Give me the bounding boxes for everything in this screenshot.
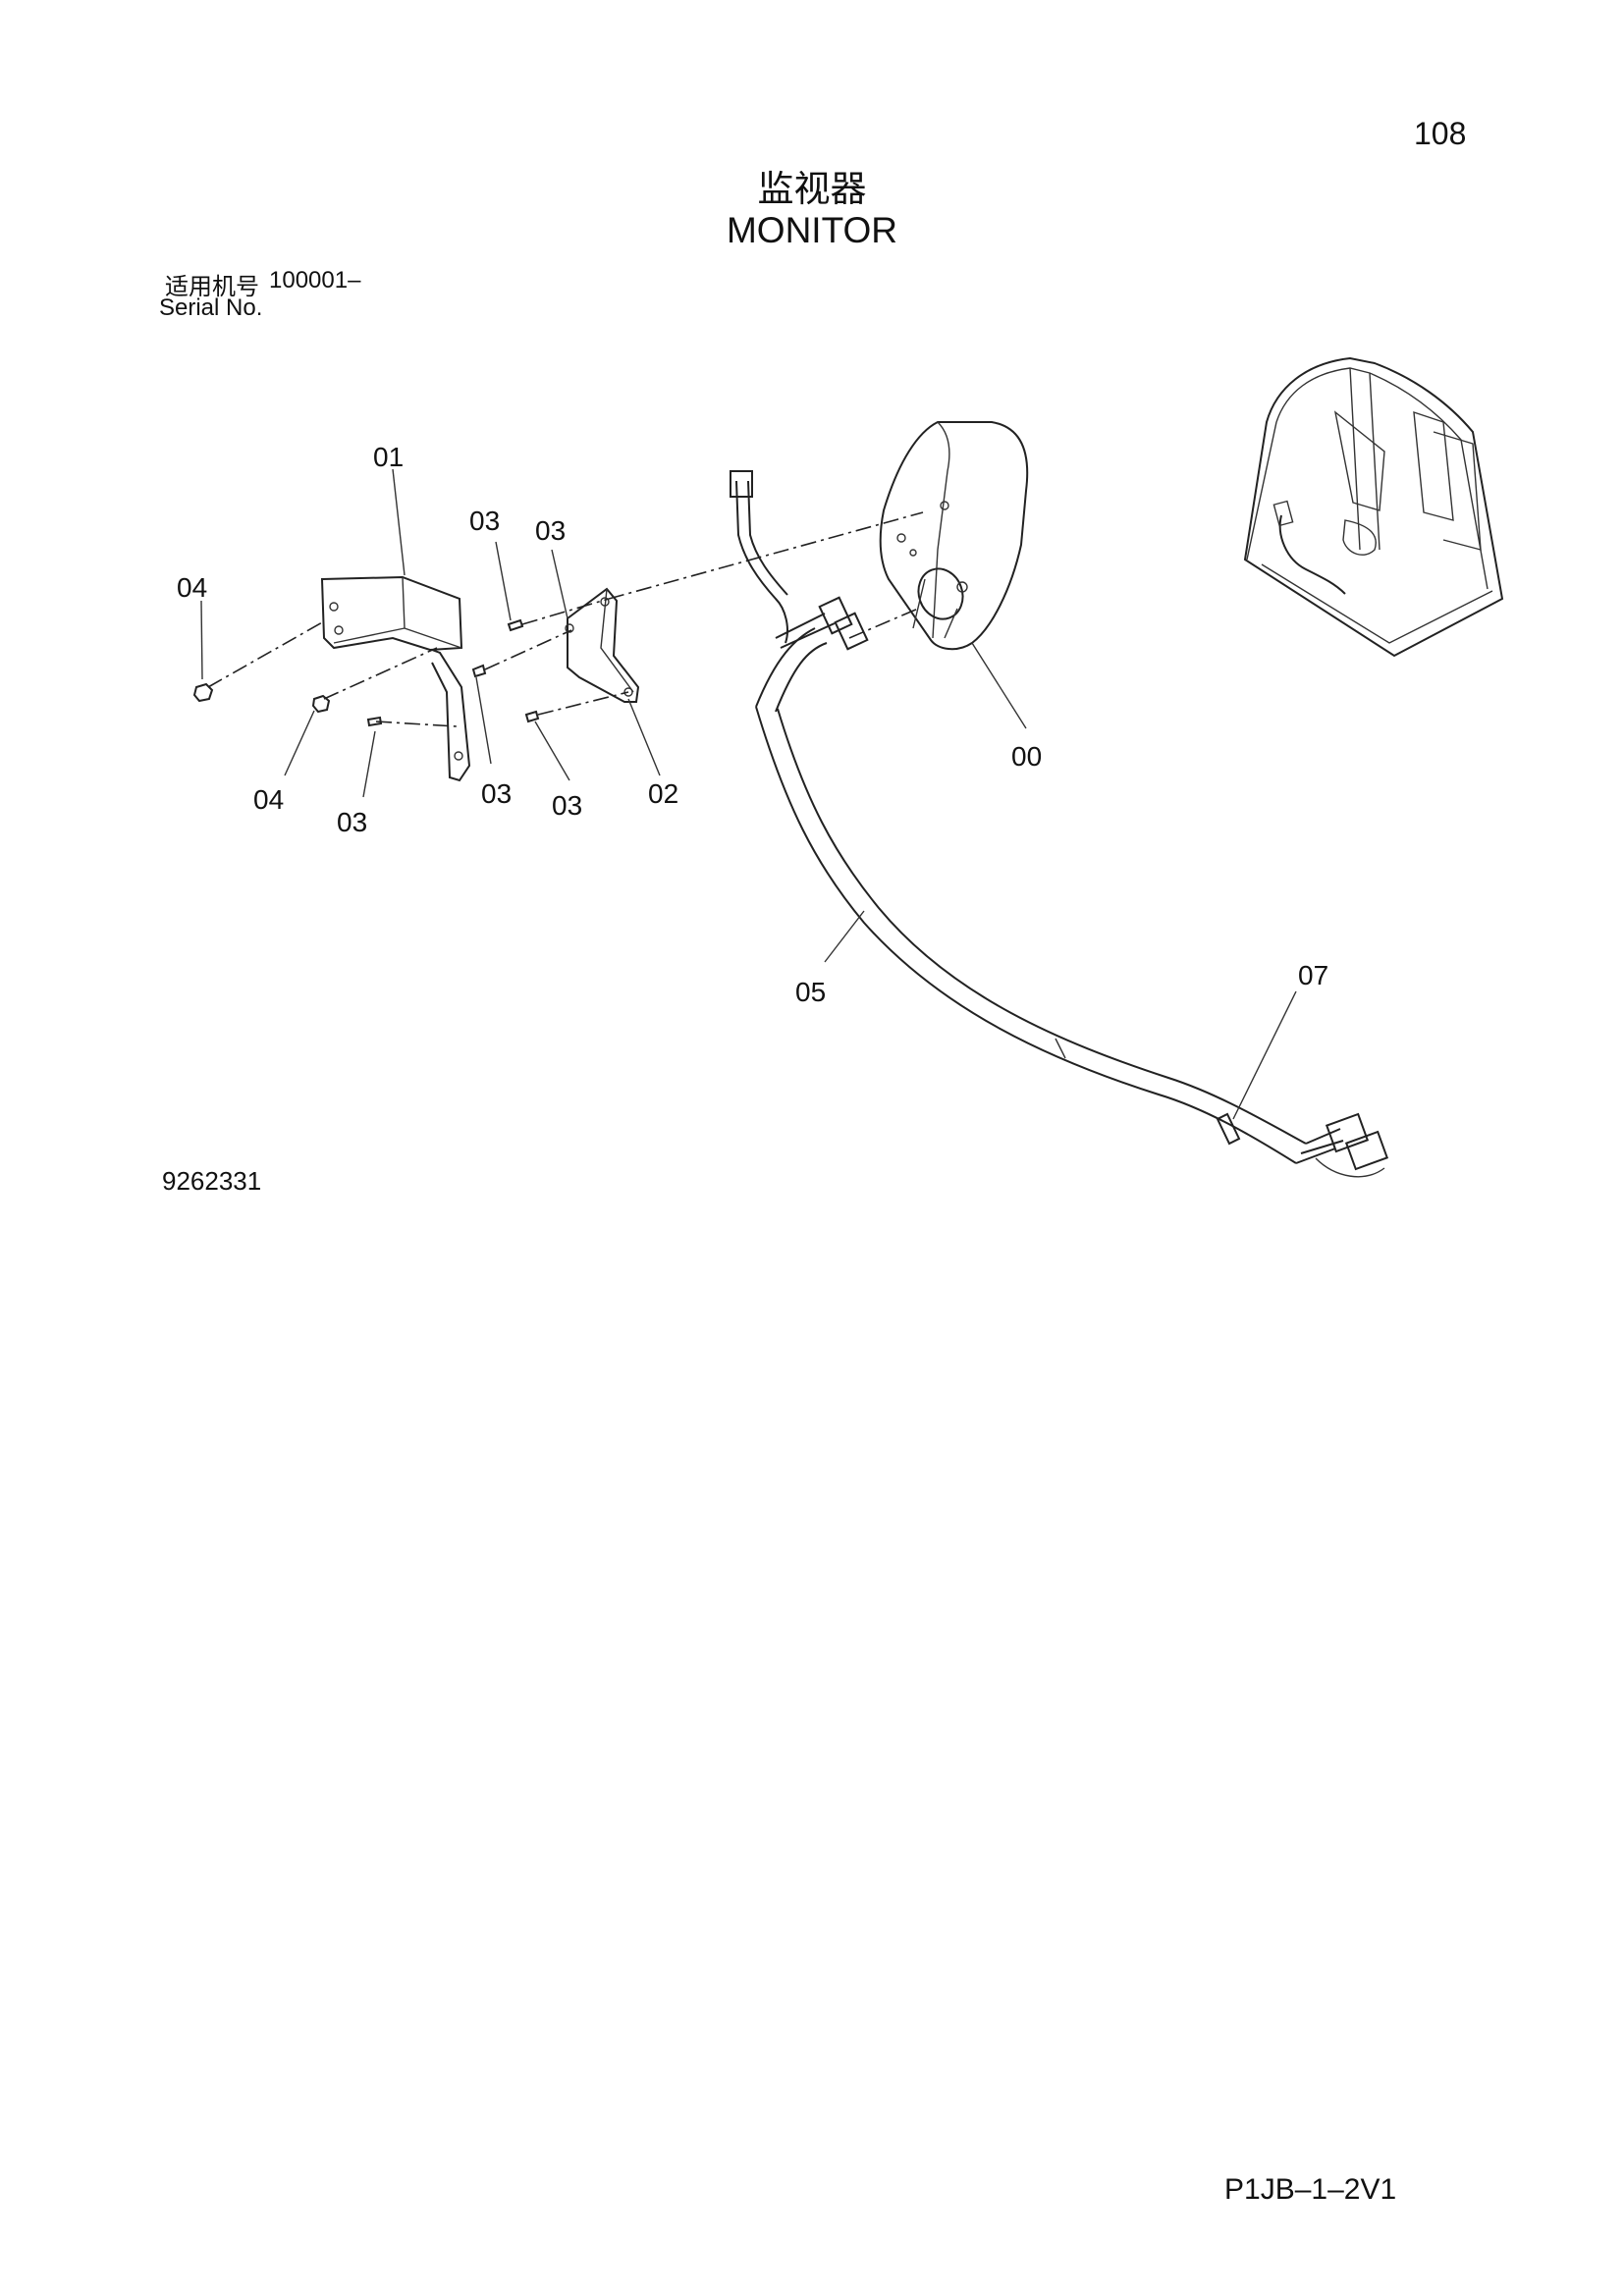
monitor-00 bbox=[879, 421, 1029, 651]
bracket-01 bbox=[320, 575, 471, 782]
callout-03-lower-right: 03 bbox=[552, 790, 582, 821]
screws-03 bbox=[366, 618, 540, 727]
leader-lines bbox=[200, 468, 1297, 1120]
serial-label-chinese: 适用机号 bbox=[165, 273, 259, 300]
cab-location-inset bbox=[1243, 356, 1504, 658]
assembly-lines bbox=[207, 511, 924, 727]
drawing-number: 9262331 bbox=[162, 1166, 262, 1196]
nuts-04 bbox=[192, 682, 331, 714]
callout-00: 00 bbox=[1011, 741, 1042, 772]
callout-04-upper: 04 bbox=[177, 572, 207, 603]
page-title-english: MONITOR bbox=[726, 210, 898, 250]
callout-01: 01 bbox=[373, 442, 404, 472]
page-number: 108 bbox=[1414, 116, 1467, 151]
callout-04-lower: 04 bbox=[253, 784, 284, 815]
serial-label-english: Serial No. bbox=[159, 294, 263, 321]
serial-range: 100001– bbox=[269, 267, 361, 294]
callout-03-lower-left: 03 bbox=[337, 807, 367, 837]
callout-03-upper-left: 03 bbox=[469, 506, 500, 536]
callout-02: 02 bbox=[648, 778, 678, 809]
clip-07 bbox=[1216, 1112, 1241, 1146]
page-title-chinese: 监视器 bbox=[757, 168, 867, 210]
callout-03-lower-middle: 03 bbox=[481, 778, 512, 809]
bracket-02 bbox=[565, 587, 640, 703]
callout-07: 07 bbox=[1298, 960, 1328, 990]
harness-05 bbox=[730, 470, 1389, 1178]
callout-03-upper-right: 03 bbox=[535, 515, 566, 546]
callout-labels: 01 04 03 03 04 03 03 03 02 00 05 07 bbox=[177, 442, 1328, 1007]
page-code: P1JB–1–2V1 bbox=[1224, 2173, 1397, 2206]
callout-05: 05 bbox=[795, 977, 826, 1007]
